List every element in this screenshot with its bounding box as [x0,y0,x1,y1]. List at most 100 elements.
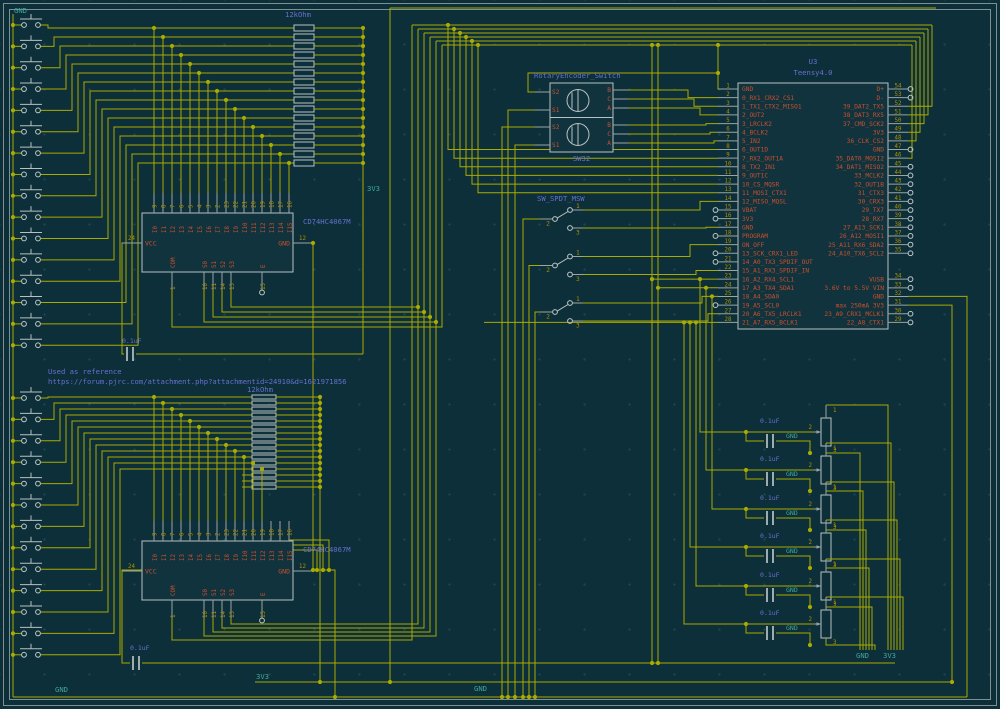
junction-dot [360,70,366,76]
push-button[interactable] [10,14,294,29]
resistor[interactable] [251,400,323,406]
resistor[interactable] [293,51,366,59]
wire [40,99,294,197]
resistor[interactable] [251,460,323,466]
resistor[interactable] [293,42,366,50]
push-button[interactable] [10,99,294,199]
push-button[interactable] [10,126,294,263]
ic-cd74hc4067m-2[interactable]: CD74HC4067M9I08I17I26I35I44I53I62I723I82… [122,521,351,624]
push-button[interactable] [10,135,294,285]
resistor[interactable] [293,159,366,167]
wire [908,37,921,133]
push-button[interactable] [10,144,294,306]
label: 23 [725,274,732,280]
resistor[interactable] [242,478,323,484]
resistor[interactable] [293,60,366,68]
push-button[interactable] [10,456,252,615]
label: 8 [726,144,730,150]
resistor[interactable] [251,466,323,472]
junction-dot [360,52,366,58]
push-button[interactable] [10,63,294,114]
wire [683,322,817,625]
spdt-switch-2[interactable]: 123 [540,250,583,284]
resistor[interactable] [251,418,323,424]
ic-cd74hc4067m-1[interactable]: CD74HC4067M9I08I17I26I35I44I53I62I723I82… [122,193,351,296]
push-button[interactable] [10,408,252,444]
label: 19 [261,201,267,208]
push-button[interactable] [10,402,252,423]
resistor[interactable] [293,141,366,149]
label: 16_A2_RX4_SCL1 [742,276,794,283]
label: Used as reference [48,367,122,376]
label: I7 [216,554,222,561]
resistor[interactable] [251,412,323,418]
resistor[interactable] [293,105,366,113]
push-button[interactable] [10,117,294,242]
resistor[interactable] [293,150,366,158]
resistor[interactable] [251,454,323,460]
push-button[interactable] [10,387,252,401]
resistor[interactable] [293,96,366,104]
resistor[interactable] [293,87,366,95]
resistor[interactable] [242,472,323,478]
push-button[interactable] [10,90,294,178]
wire [40,408,252,442]
push-button[interactable] [10,450,252,594]
label: GND [786,470,798,478]
resistor[interactable] [251,448,323,454]
junction-dot [317,430,323,436]
resistor[interactable] [251,436,323,442]
resistor[interactable] [251,430,323,436]
resistor[interactable] [293,69,366,77]
resistor[interactable] [251,406,323,412]
switch-bank-2[interactable] [10,387,323,658]
push-button[interactable] [10,72,294,135]
resistor[interactable] [251,424,323,430]
resistor[interactable] [293,123,366,131]
push-button[interactable] [10,35,294,50]
capacitor-1[interactable]: 0.1uF [122,337,142,361]
push-button[interactable] [10,426,252,508]
wire [459,33,718,168]
label: GND [742,225,753,232]
push-button[interactable] [10,81,294,157]
resistor[interactable] [293,78,366,86]
resistor[interactable] [293,24,366,32]
capacitor-2[interactable]: 0.1uF [130,644,150,670]
push-button[interactable] [10,45,294,71]
switch-bank-1[interactable] [10,14,366,349]
resistor[interactable] [293,33,366,41]
push-button[interactable] [10,414,252,466]
push-button[interactable] [10,444,252,573]
label: 0.1uF [122,337,142,345]
push-button[interactable] [10,420,252,487]
spdt-switch-1[interactable]: 123 [540,203,583,237]
resistor[interactable] [242,484,323,490]
push-button[interactable] [10,162,294,349]
resistor[interactable] [251,442,323,448]
junction-dot [10,438,16,443]
resistor[interactable] [293,132,366,140]
label: I5 [198,226,204,233]
spdt-switch-3[interactable]: 123 [540,296,583,330]
push-button[interactable] [10,468,252,658]
push-button[interactable] [10,432,252,530]
resistor[interactable] [251,394,323,400]
push-button[interactable] [10,108,294,221]
label: 23_A9_CRX1_MCLK1 [824,311,884,318]
push-button[interactable] [10,462,252,637]
label: I7 [216,226,222,233]
wire [908,295,968,697]
push-button[interactable] [10,153,294,327]
push-button[interactable] [10,438,252,551]
label: 33_MCLK2 [854,173,884,180]
resistor[interactable] [293,114,366,122]
label: 5_IN2 [742,138,761,145]
